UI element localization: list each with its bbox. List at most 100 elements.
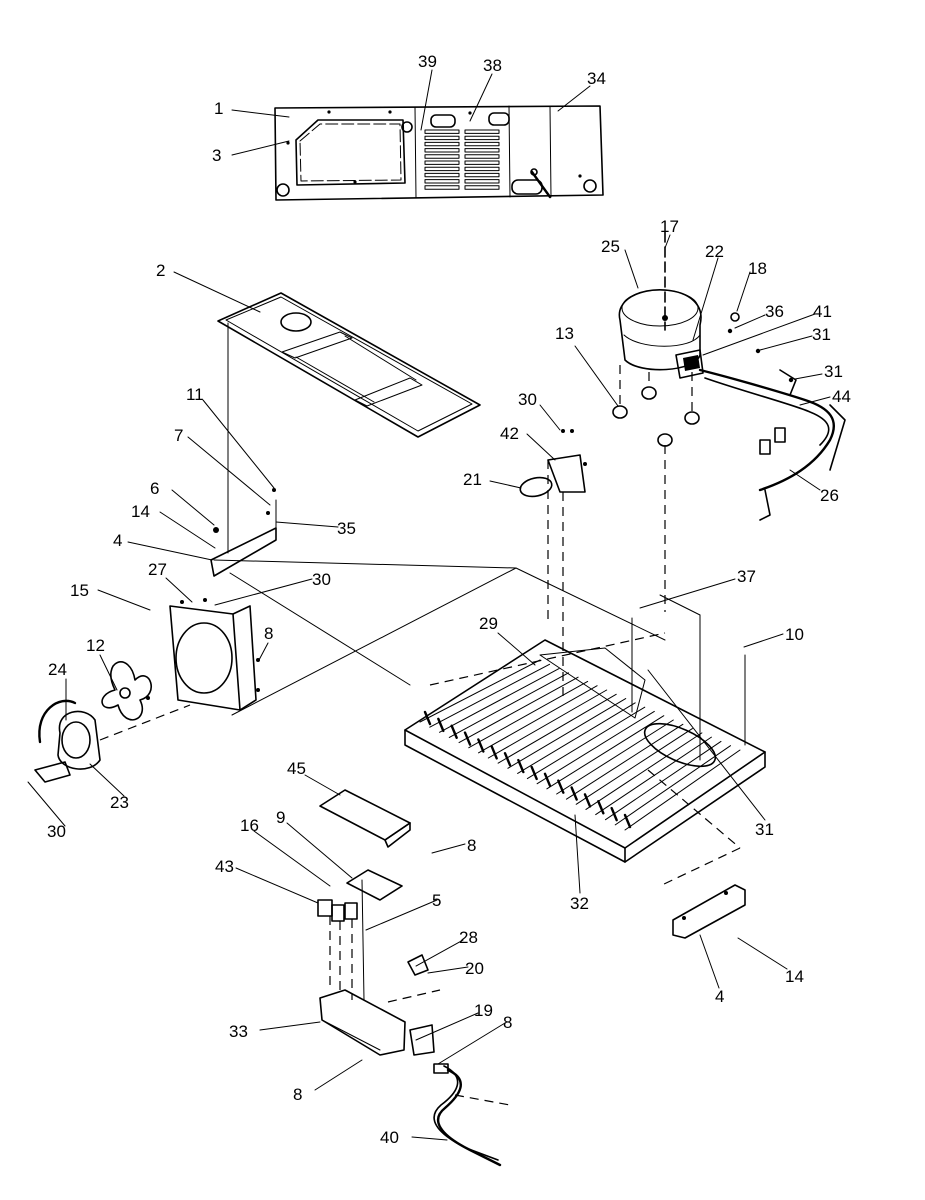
- coil-tube: [536, 710, 655, 785]
- callout-31-c: 31: [755, 820, 774, 839]
- coil-tube: [624, 749, 741, 831]
- grille-slot: [464, 135, 500, 141]
- left-bracket: [210, 322, 277, 577]
- callout-15: 15: [70, 581, 89, 600]
- callout-31-b: 31: [824, 362, 843, 381]
- coil-bend: [570, 786, 578, 801]
- grille-slot: [464, 129, 500, 134]
- callout-8-a: 8: [264, 624, 273, 643]
- coil-bend: [423, 710, 432, 726]
- callout-43: 43: [215, 857, 234, 876]
- coil-tube: [526, 706, 646, 780]
- coil-bend: [530, 765, 538, 781]
- coil-bend: [543, 772, 552, 787]
- grille-slots-right: [464, 129, 500, 190]
- grille-slot: [424, 185, 460, 190]
- grille-slot: [464, 148, 500, 153]
- assembly-lines: [213, 445, 746, 886]
- grille-slot: [424, 154, 460, 159]
- coil-tube: [478, 685, 598, 754]
- callout-30-c: 30: [47, 822, 66, 841]
- callout-16: 16: [240, 816, 259, 835]
- coil-bend: [490, 745, 498, 760]
- callout-21: 21: [463, 470, 482, 489]
- coil-tube: [565, 723, 684, 800]
- callout-29: 29: [479, 614, 498, 633]
- callout-40: 40: [380, 1128, 399, 1147]
- condenser-coils: [419, 659, 741, 831]
- coil-bend: [623, 813, 632, 829]
- callout-8-b: 8: [467, 836, 476, 855]
- callout-17: 17: [660, 217, 679, 236]
- callout-2: 2: [156, 261, 165, 280]
- callout-4-b: 4: [715, 987, 724, 1006]
- fasteners-upper-right: [727, 312, 794, 383]
- callout-26: 26: [820, 486, 839, 505]
- callout-labels: 1 3 39 38 34 2 17 25 22 18 36 41 13 31 3…: [47, 52, 851, 1147]
- coil-tube: [487, 689, 608, 759]
- coil-bend: [463, 731, 472, 746]
- callout-33: 33: [229, 1022, 248, 1041]
- coil-tube: [614, 745, 731, 826]
- coil-tube: [429, 663, 551, 728]
- coil-bend: [597, 800, 605, 815]
- callout-8-c: 8: [503, 1013, 512, 1032]
- callout-10: 10: [785, 625, 804, 644]
- coil-tube: [497, 693, 617, 764]
- callout-39: 39: [418, 52, 437, 71]
- grille-slot: [464, 185, 500, 190]
- coil-tube: [507, 698, 627, 769]
- control-parts: [317, 789, 411, 1001]
- callout-18: 18: [748, 259, 767, 278]
- coil-tube: [585, 732, 703, 810]
- leader-lines: [27, 69, 831, 1141]
- grille-slot: [424, 179, 460, 184]
- compressor: [612, 231, 846, 521]
- grille-slot: [464, 160, 500, 165]
- callout-31-a: 31: [812, 325, 831, 344]
- grille-slot: [424, 129, 460, 134]
- coil-tube: [556, 719, 674, 795]
- callout-32: 32: [570, 894, 589, 913]
- fan-shroud: [169, 598, 260, 711]
- grille-slots-left: [424, 129, 460, 190]
- coil-bend: [477, 738, 485, 753]
- coil-tube: [604, 740, 722, 821]
- callout-5: 5: [432, 891, 441, 910]
- callout-6: 6: [150, 479, 159, 498]
- coil-bend: [503, 752, 512, 767]
- grille-slot: [424, 141, 460, 147]
- coil-tube: [439, 668, 560, 733]
- grille-slot: [424, 148, 460, 153]
- coil-tube: [419, 659, 541, 723]
- callout-3: 3: [212, 146, 221, 165]
- coil-bend: [437, 717, 445, 733]
- coil-bend: [517, 758, 525, 774]
- grille-slot: [424, 160, 460, 165]
- callout-14-a: 14: [131, 502, 150, 521]
- front-panel: [274, 105, 604, 201]
- grille-slot: [464, 154, 500, 159]
- callout-27: 27: [148, 560, 167, 579]
- callout-9: 9: [276, 808, 285, 827]
- capacitor-bracket: [519, 429, 587, 700]
- callout-36: 36: [765, 302, 784, 321]
- coil-tube: [448, 672, 570, 738]
- grille-slot: [464, 141, 500, 147]
- callout-22: 22: [705, 242, 724, 261]
- callout-38: 38: [483, 56, 502, 75]
- callout-4-a: 4: [113, 531, 122, 550]
- coil-tube: [517, 702, 636, 774]
- callout-1: 1: [214, 99, 223, 118]
- coil-tube: [468, 680, 589, 749]
- coil-tube: [575, 728, 693, 805]
- callout-7: 7: [174, 426, 183, 445]
- fan-motor: [34, 661, 191, 783]
- coil-bend: [583, 793, 592, 808]
- callout-30-a: 30: [518, 390, 537, 409]
- callout-13: 13: [555, 324, 574, 343]
- callout-23: 23: [110, 793, 129, 812]
- coil-bend: [450, 724, 458, 739]
- callout-37: 37: [737, 567, 756, 586]
